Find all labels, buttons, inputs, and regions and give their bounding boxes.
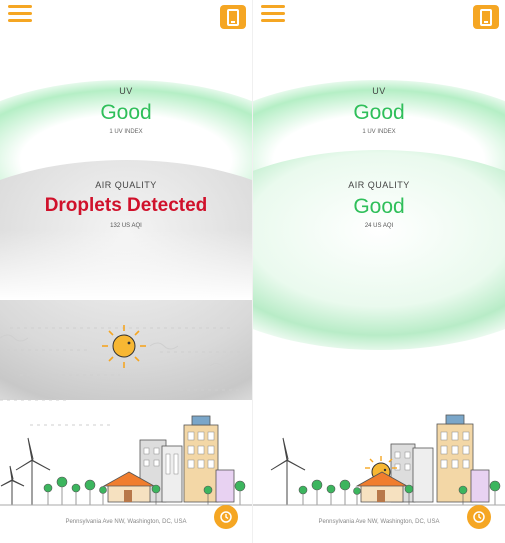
city-illustration [253, 414, 505, 506]
history-icon[interactable] [214, 505, 238, 529]
air-quality-backdrop [253, 150, 505, 350]
uv-title: UV [372, 86, 386, 96]
sun-icon [102, 325, 146, 368]
hamburger-icon[interactable] [261, 5, 285, 25]
location-address: Pennsylvania Ave NW, Washington, DC, USA [318, 519, 440, 525]
aqi-value: 132 US AQI [110, 223, 142, 229]
air-quality-title: AIR QUALITY [95, 180, 157, 190]
city-illustration [0, 325, 252, 506]
backdrop-fade [0, 230, 252, 300]
air-quality-title: AIR QUALITY [348, 180, 410, 190]
aqi-value: 24 US AQI [364, 223, 394, 229]
air-quality-value: Good [353, 195, 405, 218]
location-address: Pennsylvania Ave NW, Washington, DC, USA [65, 519, 187, 525]
panel-right: UV Good 1 UV INDEX AIR QUALITY Good 24 U… [253, 0, 505, 543]
panel-left: UV Good 1 UV INDEX AIR QUALITY Droplets … [0, 0, 252, 543]
uv-title: UV [119, 86, 133, 96]
panel-divider [252, 0, 253, 543]
uv-value: Good [353, 101, 405, 124]
air-quality-value: Droplets Detected [44, 195, 208, 216]
uv-value: Good [100, 101, 152, 124]
hamburger-icon[interactable] [8, 5, 32, 25]
uv-index: 1 UV INDEX [362, 129, 396, 135]
uv-index: 1 UV INDEX [109, 129, 143, 135]
phone-icon[interactable] [473, 5, 499, 29]
history-icon[interactable] [467, 505, 491, 529]
phone-icon[interactable] [220, 5, 246, 29]
